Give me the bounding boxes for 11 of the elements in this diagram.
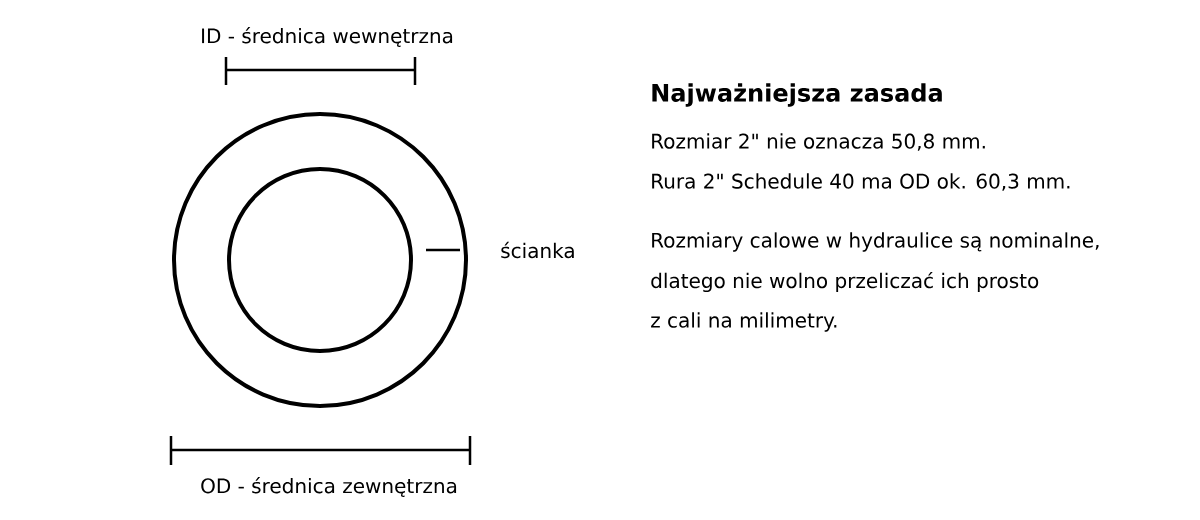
note-text: Rozmiar 2" nie oznacza 50,8 mm. [652,133,985,151]
wall-label: ścianka [501,241,574,259]
note-heading: Najważniejsza zasada [652,83,942,107]
dimension-label: ID - średnica wewnętrzna [202,27,453,47]
dimension-label: OD - średnica zewnętrzna [201,477,457,497]
note-text: Rozmiary calowe w hydraulice są nominalne, [652,232,1099,252]
note-text: dlatego nie wolno przeliczać ich prosto [651,271,1039,293]
pipe-circle [227,167,413,353]
pipe-circle [172,112,468,408]
note-text: z cali na milimetry. [651,312,837,332]
note-text: Rura 2" Schedule 40 ma OD ok. 60,3 mm. [652,173,1070,191]
